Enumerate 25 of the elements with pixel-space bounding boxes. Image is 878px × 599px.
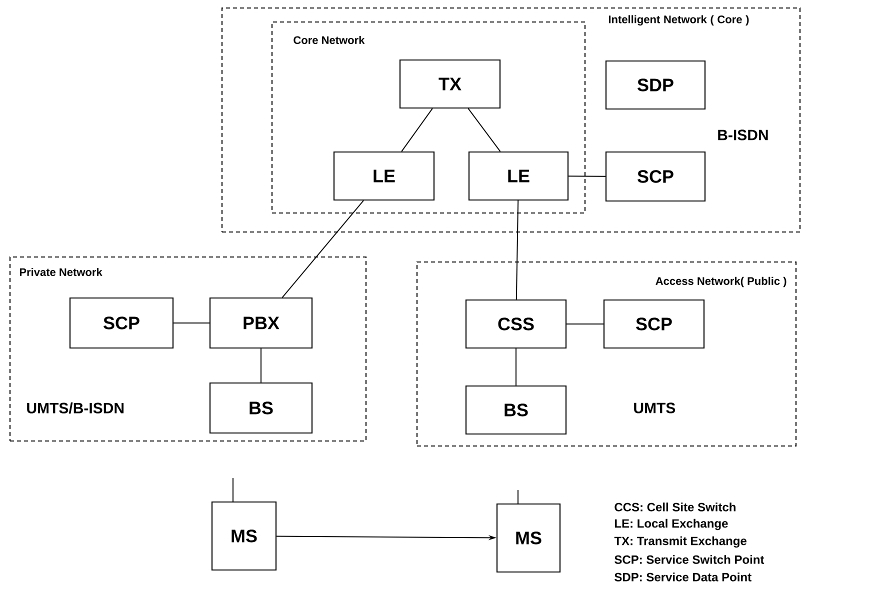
- process-box: SCP: [603, 299, 705, 349]
- legend-text: CCS: Cell Site Switch: [614, 502, 736, 512]
- process-box: SDP: [605, 60, 706, 110]
- legend-text: SCP: Service Switch Point: [614, 555, 764, 564]
- mobile-station: MS: [496, 490, 561, 573]
- process-box: LE: [468, 151, 569, 201]
- connector-line: [282, 200, 364, 298]
- connector-line: [260, 348, 262, 383]
- legend-text: TX: Transmit Exchange: [614, 536, 746, 548]
- process-box: PBX: [209, 297, 313, 349]
- process-box: SCP: [605, 151, 706, 202]
- mobile-station: MS: [211, 478, 277, 571]
- connector-line: [173, 322, 210, 324]
- connector-line: [516, 200, 519, 300]
- process-box: BS: [209, 382, 313, 434]
- process-box: CSS: [465, 299, 567, 349]
- connector-line: [468, 108, 501, 152]
- legend-text: SDP: Service Data Point: [614, 572, 752, 582]
- process-box: SCP: [69, 297, 174, 349]
- connector-line: [568, 176, 606, 177]
- connector-line: [401, 108, 433, 152]
- legend-text: LE: Local Exchange: [615, 518, 728, 530]
- process-box: LE: [333, 151, 435, 201]
- process-box: TX: [399, 59, 501, 109]
- process-box: BS: [465, 385, 567, 435]
